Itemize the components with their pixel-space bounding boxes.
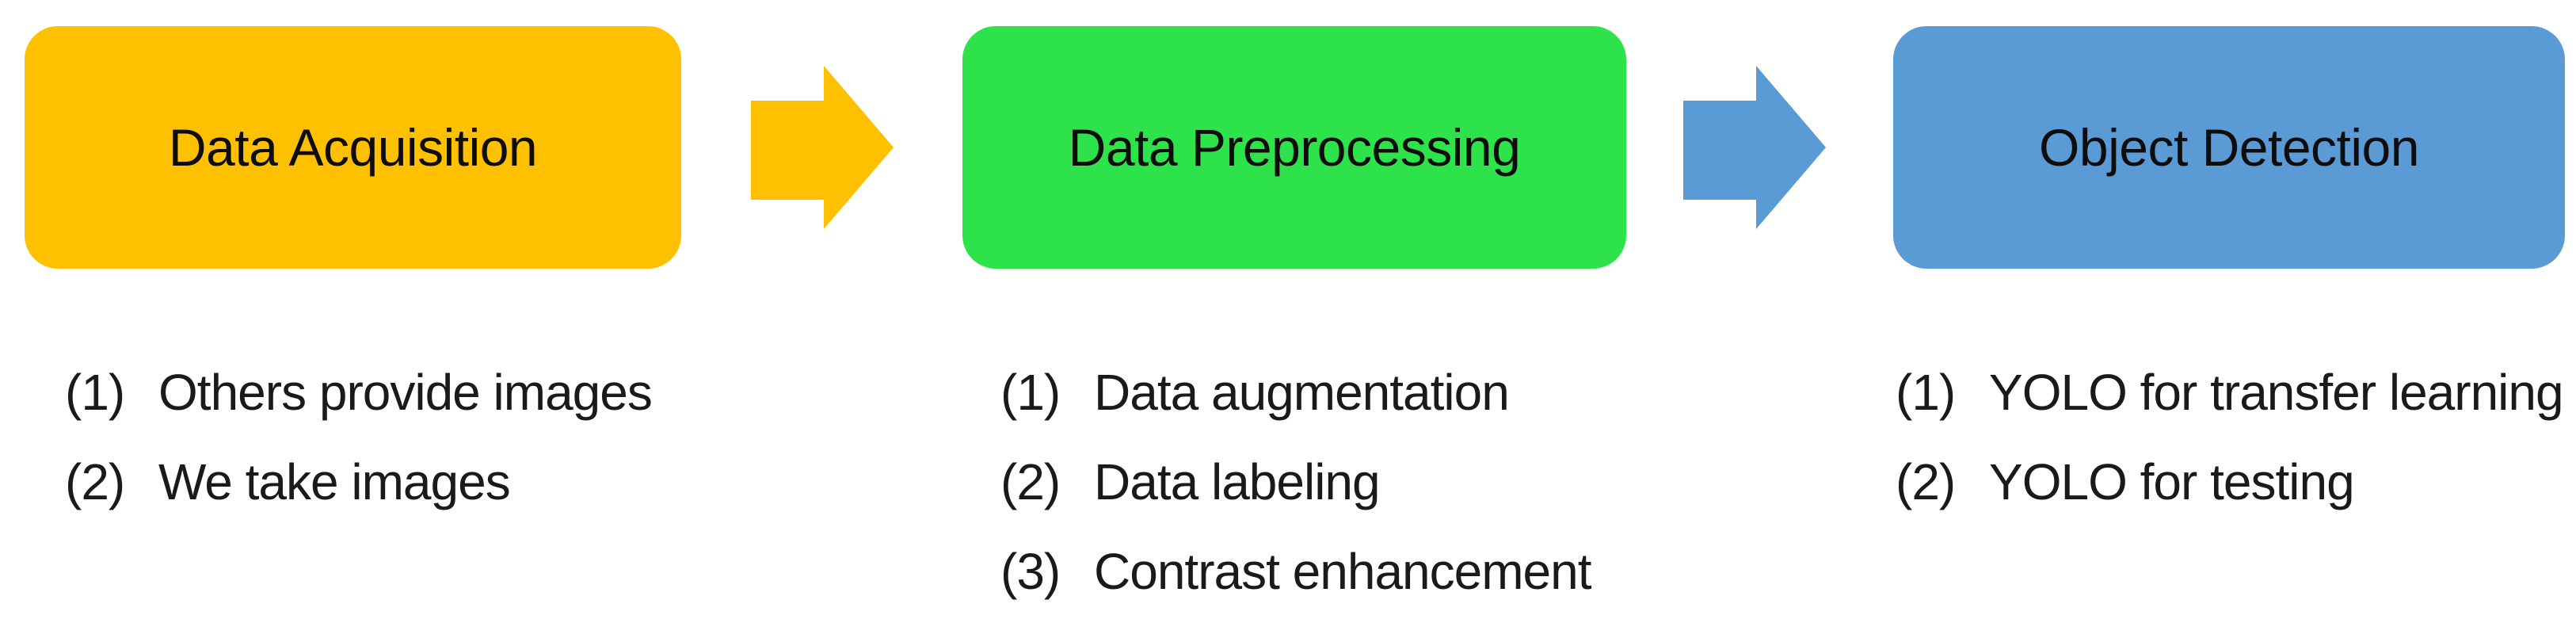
list-item: (3) Contrast enhancement: [1000, 527, 1591, 617]
list-item-number: (1): [1896, 364, 1956, 421]
list-item-text: YOLO for testing: [1989, 453, 2355, 510]
list-item-number: (1): [65, 364, 125, 421]
stage-title-object-detection: Object Detection: [2039, 118, 2419, 177]
list-item-text: Data augmentation: [1094, 364, 1510, 421]
list-item: (2) Data labeling: [1000, 437, 1591, 527]
list-item: (1) Others provide images: [65, 348, 653, 437]
list-data-preprocessing: (1) Data augmentation (2) Data labeling …: [1000, 348, 1591, 617]
stage-title-data-preprocessing: Data Preprocessing: [1068, 118, 1521, 177]
right-arrow-icon: [1683, 66, 1826, 229]
list-item-text: YOLO for transfer learning: [1989, 364, 2564, 421]
list-item: (2) We take images: [65, 437, 652, 527]
list-item-number: (2): [1896, 453, 1956, 510]
list-item-number: (2): [65, 453, 125, 510]
list-item: (1) Data augmentation: [1000, 348, 1591, 437]
list-item: (1) YOLO for transfer learning: [1896, 348, 2564, 437]
list-object-detection: (1) YOLO for transfer learning (2) YOLO …: [1896, 348, 2564, 527]
list-item-text: We take images: [158, 453, 511, 510]
stage-box-data-acquisition: Data Acquisition: [25, 26, 681, 269]
stage-box-object-detection: Object Detection: [1893, 26, 2565, 269]
stage-title-data-acquisition: Data Acquisition: [168, 118, 538, 177]
list-item-text: Others provide images: [158, 364, 653, 421]
right-arrow-shape: [751, 66, 894, 229]
list-item-text: Contrast enhancement: [1094, 543, 1591, 600]
list-item: (2) YOLO for testing: [1896, 437, 2563, 527]
right-arrow-icon: [751, 66, 894, 229]
list-item-text: Data labeling: [1094, 453, 1381, 510]
list-data-acquisition: (1) Others provide images (2) We take im…: [65, 348, 653, 527]
right-arrow-shape: [1683, 66, 1826, 229]
list-item-number: (3): [1000, 543, 1061, 600]
list-item-number: (2): [1000, 453, 1061, 510]
list-item-number: (1): [1000, 364, 1061, 421]
stage-box-data-preprocessing: Data Preprocessing: [962, 26, 1626, 269]
